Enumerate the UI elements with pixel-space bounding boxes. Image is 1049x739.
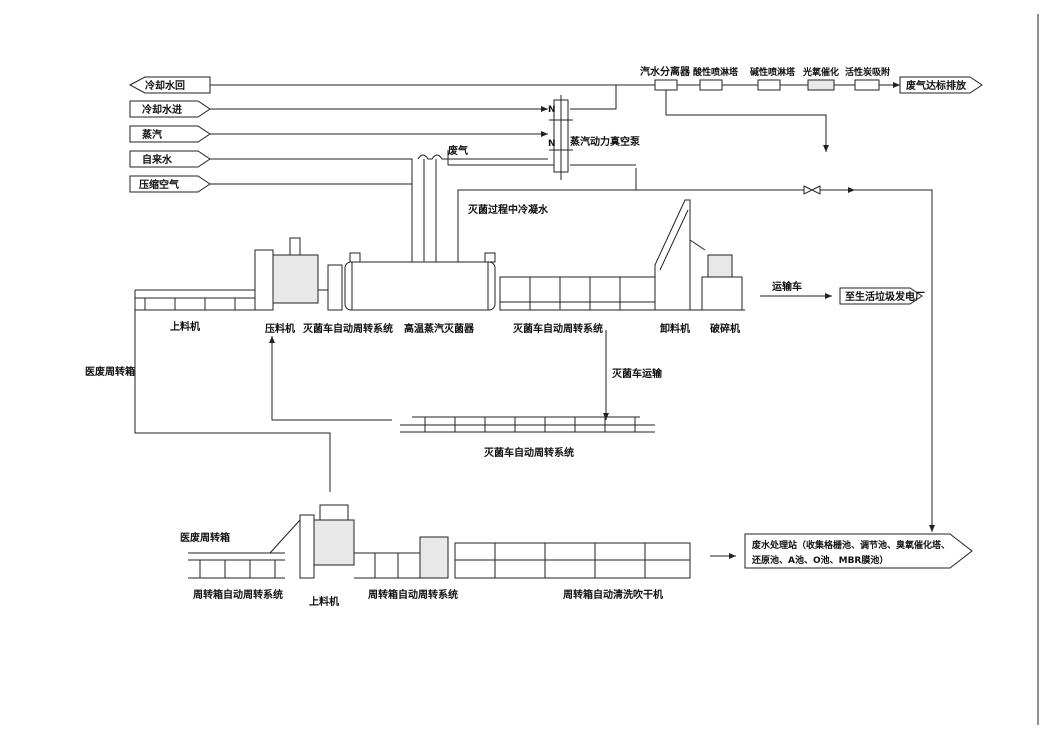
lower-medical-box-label: 医废周转箱 — [180, 531, 230, 544]
gas-treatment-train — [616, 79, 900, 152]
photo-oxidation-label: 光氧催化 — [802, 66, 839, 78]
steam-tag: 蒸汽 — [129, 125, 211, 143]
wastewater-line2: 还原池、A池、O池、MBR膜池） — [751, 554, 888, 566]
compressed-air-label: 压缩空气 — [139, 178, 179, 191]
power-plant-label: 至生活垃圾发电厂 — [845, 290, 925, 303]
crusher-machine — [707, 254, 733, 278]
cooling-in-label: 冷却水进 — [142, 103, 182, 116]
svg-text:N: N — [548, 139, 556, 149]
loader-label: 上料机 — [170, 320, 200, 333]
exhaust-label: 废气达标排放 — [906, 79, 967, 92]
alkali-tower-unit — [757, 79, 781, 91]
cart-return-loop — [269, 330, 655, 433]
svg-text:N: N — [548, 105, 556, 115]
box-system-2-label: 周转箱自动周转系统 — [368, 588, 458, 601]
separator-unit — [654, 79, 678, 91]
crusher-label: 破碎机 — [710, 322, 740, 335]
alkali-tower-label: 碱性喷淋塔 — [750, 66, 796, 78]
cooling-in-tag: 冷却水进 — [129, 100, 211, 118]
box-system-1-label: 周转箱自动周转系统 — [193, 588, 283, 601]
steam-label: 蒸汽 — [142, 128, 162, 141]
press-label: 压料机 — [265, 322, 295, 335]
box-loader-machine — [299, 514, 315, 579]
cart-return-system-label: 灭菌车自动周转系统 — [483, 446, 574, 459]
exhaust-tag: 废气达标排放 — [899, 76, 983, 94]
cart-system-1-label: 灭菌车自动周转系统 — [302, 322, 393, 335]
photo-oxidation-unit — [807, 79, 835, 91]
vacuum-pump-column: N N — [548, 95, 573, 180]
transport-vehicle-label: 运输车 — [772, 280, 802, 293]
separator-label: 汽水分离器 — [640, 65, 691, 78]
waste-gas-label: 废气 — [448, 144, 468, 157]
wastewater-line1: 废水处理站（收集格栅池、调节池、臭氧催化塔、 — [752, 539, 950, 551]
condensate-label: 灭菌过程中冷凝水 — [467, 203, 549, 216]
medical-box-loop — [134, 290, 331, 492]
washer-label: 周转箱自动清洗吹干机 — [563, 588, 663, 601]
tap-water-tag: 自来水 — [129, 150, 211, 168]
compressed-air-tag: 压缩空气 — [129, 175, 211, 193]
sterilizer-vessel — [344, 261, 496, 311]
cart-transport-label: 灭菌车运输 — [611, 367, 663, 380]
medical-box-left-label: 医废周转箱 — [85, 365, 135, 378]
activated-carbon-label: 活性炭吸附 — [845, 66, 890, 78]
lower-process-line — [188, 504, 736, 579]
cart-system-2-label: 灭菌车自动周转系统 — [512, 322, 603, 335]
press-machine — [272, 254, 319, 304]
power-plant-tag: 至生活垃圾发电厂 — [839, 287, 925, 305]
cart-conveyor-2 — [499, 276, 656, 311]
acid-tower-label: 酸性喷淋塔 — [693, 66, 739, 78]
utility-pipes — [210, 84, 637, 270]
cooling-return-label: 冷却水回 — [145, 79, 185, 92]
activated-carbon-unit — [854, 79, 880, 91]
lower-loader-label: 上料机 — [309, 595, 339, 608]
wastewater-tag: 废水处理站（收集格栅池、调节池、臭氧催化塔、 还原池、A池、O池、MBR膜池） — [744, 533, 973, 569]
sterilizer-label: 高温蒸汽灭菌器 — [404, 322, 475, 335]
unloader-label: 卸料机 — [660, 322, 690, 335]
loader-machine — [254, 249, 274, 311]
cooling-return-tag: 冷却水回 — [128, 76, 211, 94]
acid-tower-unit — [699, 79, 723, 91]
vacuum-pump-label: 蒸汽动力真空泵 — [570, 135, 641, 148]
main-process-line — [135, 199, 832, 311]
condensate-line — [636, 185, 935, 532]
tap-water-label: 自来水 — [142, 153, 173, 166]
